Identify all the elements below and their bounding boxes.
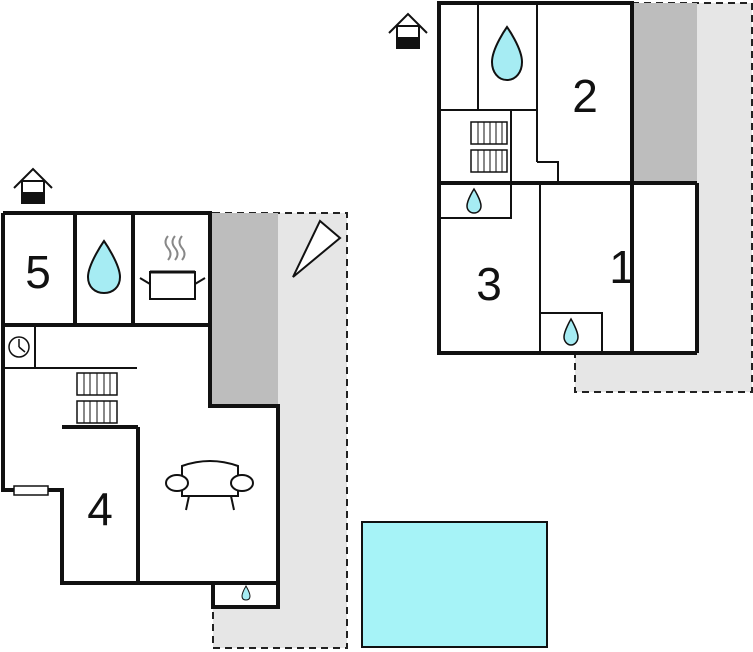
room-1-label: 1 — [609, 241, 635, 293]
lower-unit-dark-area — [210, 213, 278, 406]
water-drop-icon — [241, 584, 251, 601]
lower-unit-walls — [1, 211, 280, 609]
water-drop-icon — [563, 317, 579, 346]
water-drop-icon — [466, 187, 482, 214]
room-4-label: 4 — [87, 483, 113, 535]
room-3-label: 3 — [476, 258, 502, 310]
clock-icon — [8, 336, 30, 358]
cooking-pot-icon — [139, 235, 206, 300]
radiator-icon — [13, 485, 49, 496]
stairs-icon — [470, 121, 508, 173]
upper-unit-walls — [437, 1, 699, 355]
pool-area — [361, 521, 548, 648]
upper-unit-dark-area — [632, 3, 697, 183]
water-drop-icon — [86, 239, 122, 295]
water-drop-icon — [490, 25, 524, 82]
terrace-sun-icon — [292, 219, 342, 278]
room-2-label: 2 — [572, 70, 598, 122]
house-entrance-icon — [388, 12, 428, 49]
armchair-icon — [165, 460, 254, 511]
stairs-icon — [76, 372, 118, 424]
room-5-label: 5 — [25, 246, 51, 298]
house-entrance-icon — [13, 167, 53, 204]
